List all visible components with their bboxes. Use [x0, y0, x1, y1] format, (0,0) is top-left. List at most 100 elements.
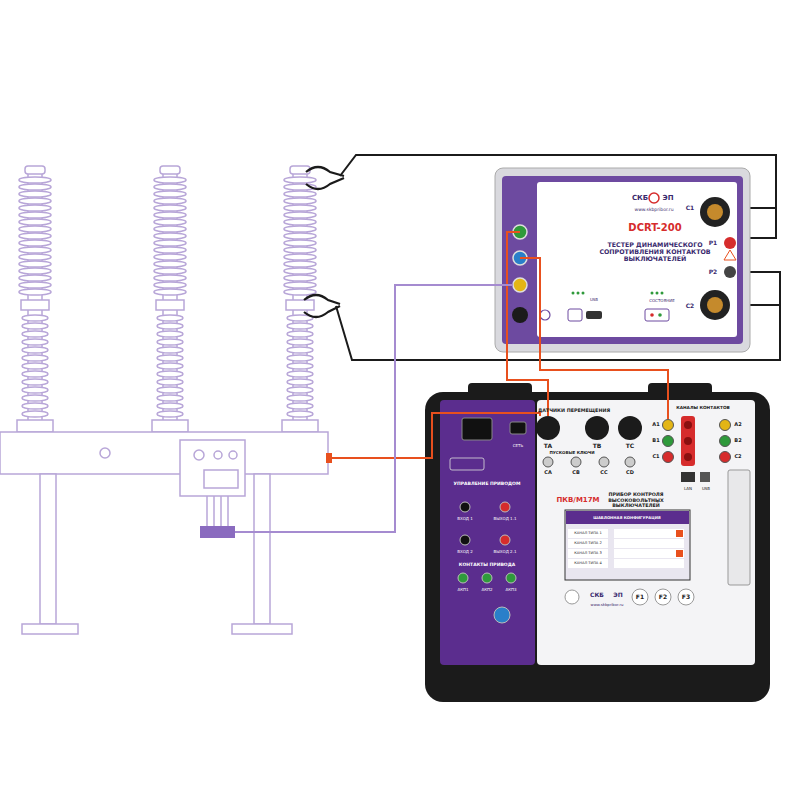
insulator-rib	[19, 177, 51, 183]
insulator-rib	[284, 205, 316, 211]
insulator-rib	[284, 254, 316, 260]
insulator-rib	[19, 198, 51, 204]
insulator-rib	[22, 371, 48, 377]
insulator-rib	[154, 282, 186, 288]
insulator-rib	[19, 226, 51, 232]
panel-label: КАНАЛ ТИПА 2	[574, 542, 602, 546]
panel-label: CB	[572, 470, 579, 476]
panel-label: LAN	[684, 487, 692, 491]
insulator-rib	[157, 411, 183, 417]
insulator-rib	[154, 240, 186, 246]
insulator-rib	[284, 275, 316, 281]
insulator-rib	[287, 411, 313, 417]
insulator-rib	[19, 212, 51, 218]
panel-label: ВХОД 2	[457, 550, 473, 554]
panel-label: CA	[544, 470, 552, 476]
drive-connector	[200, 526, 235, 538]
panel-label: ЭП	[613, 592, 622, 599]
device-panel: ШАБЛОННАЯ КОНФИГУРАЦИЯ	[565, 510, 690, 580]
panel-label: B1	[652, 438, 659, 444]
panel-label: A2	[734, 422, 741, 428]
insulator-rib	[154, 177, 186, 183]
pkv-device	[425, 383, 770, 702]
panel-label: ВЫХОД 2.1	[494, 550, 517, 554]
insulator-rib	[157, 355, 183, 361]
panel-label: C1	[652, 454, 659, 460]
panel-label: A1	[652, 422, 659, 428]
insulator-rib	[287, 363, 313, 369]
insulator-rib	[19, 233, 51, 239]
insulator-rib	[22, 339, 48, 345]
insulator-rib	[154, 261, 186, 267]
insulator-rib	[19, 268, 51, 274]
insulator-rib	[284, 219, 316, 225]
panel-label: C1	[686, 205, 695, 212]
panel-label: КАНАЛ ТИПА 1	[574, 532, 602, 536]
panel-label: УПРАВЛЕНИЕ ПРИВОДОМ	[454, 482, 521, 487]
panel-label: КОНТАКТЫ ПРИВОДА	[459, 563, 515, 568]
insulator-rib	[287, 387, 313, 393]
insulator-rib	[154, 247, 186, 253]
insulator-rib	[22, 387, 48, 393]
insulator-rib	[284, 282, 316, 288]
insulator-rib	[22, 323, 48, 329]
sensor-plug	[326, 453, 332, 463]
insulator-rib	[284, 289, 316, 295]
insulator-rib	[19, 275, 51, 281]
panel-label: ВЫХОД 1.1	[494, 517, 517, 521]
insulator-rib	[287, 371, 313, 377]
signal-wire	[540, 350, 668, 392]
panel-label: www.skbpribor.ru	[591, 603, 624, 607]
panel-label: CC	[600, 470, 607, 476]
device-title: ТЕСТЕР ДИНАМИЧЕСКОГО СОПРОТИВЛЕНИЯ КОНТА…	[585, 241, 725, 263]
device-panel: ПКВ/М17МПРИБОР КОНТРОЛЯ ВЫСОКОВОЛЬТНЫХ В…	[425, 392, 770, 702]
current-cables	[336, 155, 780, 360]
insulator-rib	[22, 347, 48, 353]
insulator-rib	[22, 363, 48, 369]
insulator-rib	[19, 247, 51, 253]
insulator-rib	[154, 226, 186, 232]
panel-label: ВХОД 1	[457, 517, 473, 521]
device-title: ШАБЛОННАЯ КОНФИГУРАЦИЯ	[593, 516, 661, 520]
panel-label: АКП2	[481, 588, 492, 592]
insulator-rib	[154, 198, 186, 204]
insulator-rib	[284, 212, 316, 218]
insulator-rib	[284, 268, 316, 274]
panel-label: USB	[590, 298, 598, 302]
panel-label: АКП1	[457, 588, 468, 592]
device-panel: DCRT-200ТЕСТЕР ДИНАМИЧЕСКОГО СОПРОТИВЛЕН…	[497, 170, 748, 350]
insulator-rib	[154, 219, 186, 225]
panel-label: www.skbpribor.ru	[634, 208, 673, 213]
insulator-rib	[287, 331, 313, 337]
insulator-rib	[154, 184, 186, 190]
insulator-rib	[287, 339, 313, 345]
insulator-rib	[19, 184, 51, 190]
insulator-rib	[22, 331, 48, 337]
insulator-rib	[157, 315, 183, 321]
panel-label: АКП3	[505, 588, 516, 592]
insulator-rib	[154, 254, 186, 260]
panel-label: КАНАЛЫ КОНТАКТОВ	[676, 406, 730, 411]
insulator-rib	[157, 387, 183, 393]
panel-label: F3	[682, 594, 690, 601]
panel-label: КАНАЛ ТИПА 4	[574, 562, 602, 566]
insulator-rib	[287, 395, 313, 401]
insulator-rib	[287, 323, 313, 329]
insulator-rib	[154, 191, 186, 197]
insulator-rib	[19, 205, 51, 211]
panel-label: F2	[659, 594, 667, 601]
insulator-rib	[19, 261, 51, 267]
panel-label: F1	[636, 594, 644, 601]
insulator-rib	[284, 177, 316, 183]
panel-label: TA	[544, 443, 552, 450]
insulator-rib	[157, 371, 183, 377]
insulator-rib	[22, 379, 48, 385]
insulator-rib	[284, 247, 316, 253]
panel-label: ПУСКОВЫЕ КЛЮЧИ	[549, 450, 594, 454]
panel-label: СКБ	[632, 195, 648, 203]
insulator-rib	[154, 212, 186, 218]
